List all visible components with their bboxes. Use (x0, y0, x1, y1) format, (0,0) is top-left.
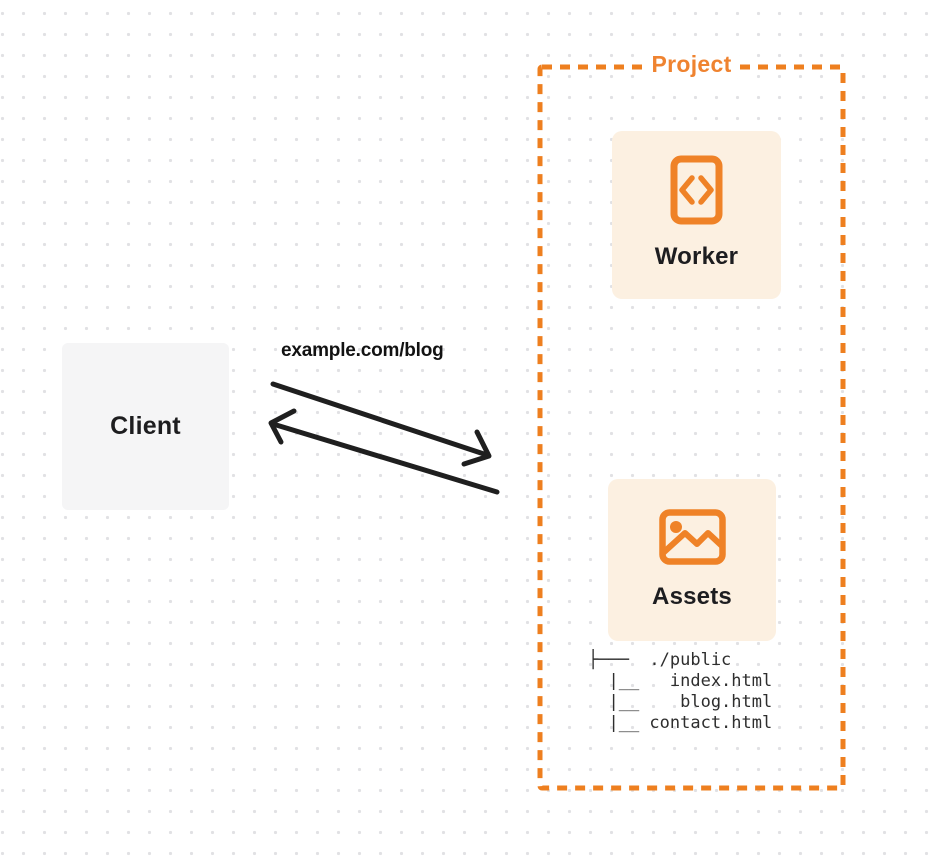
request-arrow (270, 381, 492, 467)
assets-node: Assets (608, 479, 776, 641)
request-url-label: example.com/blog (281, 340, 444, 361)
project-title: Project (540, 51, 843, 78)
worker-label: Worker (654, 243, 739, 270)
image-icon (658, 509, 726, 565)
code-file-icon (670, 155, 723, 225)
assets-file-tree: ├─── ./public |__ index.html |__ blog.ht… (588, 650, 773, 733)
assets-label: Assets (652, 583, 732, 610)
client-label: Client (110, 412, 181, 440)
worker-node: Worker (612, 131, 781, 299)
response-arrow (268, 408, 500, 495)
client-node: Client (62, 343, 229, 510)
